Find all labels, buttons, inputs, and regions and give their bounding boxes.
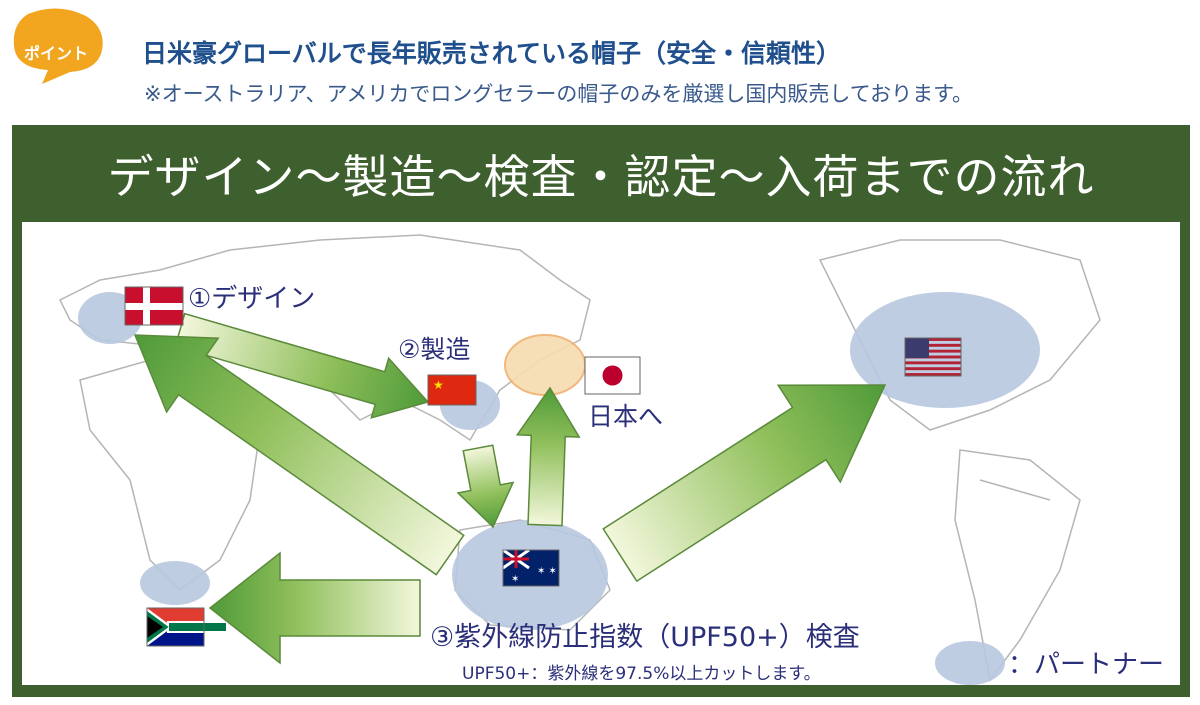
partner-region-south-africa	[140, 561, 210, 605]
usa-flag-icon	[904, 337, 962, 377]
point-badge: ポイント	[8, 6, 108, 84]
step1-label: ①デザイン	[188, 284, 316, 314]
speech-bubble-icon	[13, 8, 103, 84]
subline: ※オーストラリア、アメリカでロングセラーの帽子のみを厳選し国内販売しております。	[144, 82, 974, 106]
world-map: ★ ✶ ✶ ✶ ①デザイン ②製造 日本へ ③紫外線防止指数（UPF50+）検査 U…	[22, 222, 1180, 685]
legend-label: ：パートナー	[1008, 650, 1165, 680]
svg-text:★: ★	[433, 378, 444, 392]
china-flag-icon: ★	[427, 374, 477, 406]
partner-region-legend	[935, 641, 1005, 685]
japan-flag-icon	[584, 356, 641, 395]
upf-note: UPF50+：紫外線を97.5%以上カットします。	[462, 664, 821, 684]
south-africa-flag-icon	[146, 607, 226, 647]
denmark-flag-icon	[124, 286, 184, 326]
arrow-australia-to-design	[133, 334, 465, 576]
arrow-australia-to-south-africa	[208, 551, 421, 665]
japan-highlight	[504, 334, 586, 396]
to-japan-label: 日本へ	[588, 402, 664, 431]
australia-flag-icon: ✶ ✶ ✶	[502, 548, 560, 587]
arrow-manufacture-to-australia	[456, 444, 515, 529]
step3-label: ③紫外線防止指数（UPF50+）検査	[430, 622, 860, 653]
arrow-australia-to-japan	[515, 386, 581, 527]
map-canvas: ★ ✶ ✶ ✶	[58, 234, 1101, 685]
arrow-australia-to-usa	[602, 384, 887, 583]
svg-text:✶: ✶	[511, 574, 519, 585]
svg-text:✶ ✶: ✶ ✶	[537, 566, 557, 577]
headline: 日米豪グローバルで長年販売されている帽子（安全・信頼性）	[142, 39, 842, 68]
step2-label: ②製造	[398, 335, 471, 364]
arrow-design-to-manufacture	[174, 312, 430, 419]
diagram-title: デザイン〜製造〜検査・認定〜入荷までの流れ	[107, 149, 1095, 204]
badge-label: ポイント	[24, 44, 89, 63]
flow-diagram: デザイン〜製造〜検査・認定〜入荷までの流れ ★ ✶ ✶ ✶ ①デザイン ②製造 日本…	[12, 125, 1190, 697]
